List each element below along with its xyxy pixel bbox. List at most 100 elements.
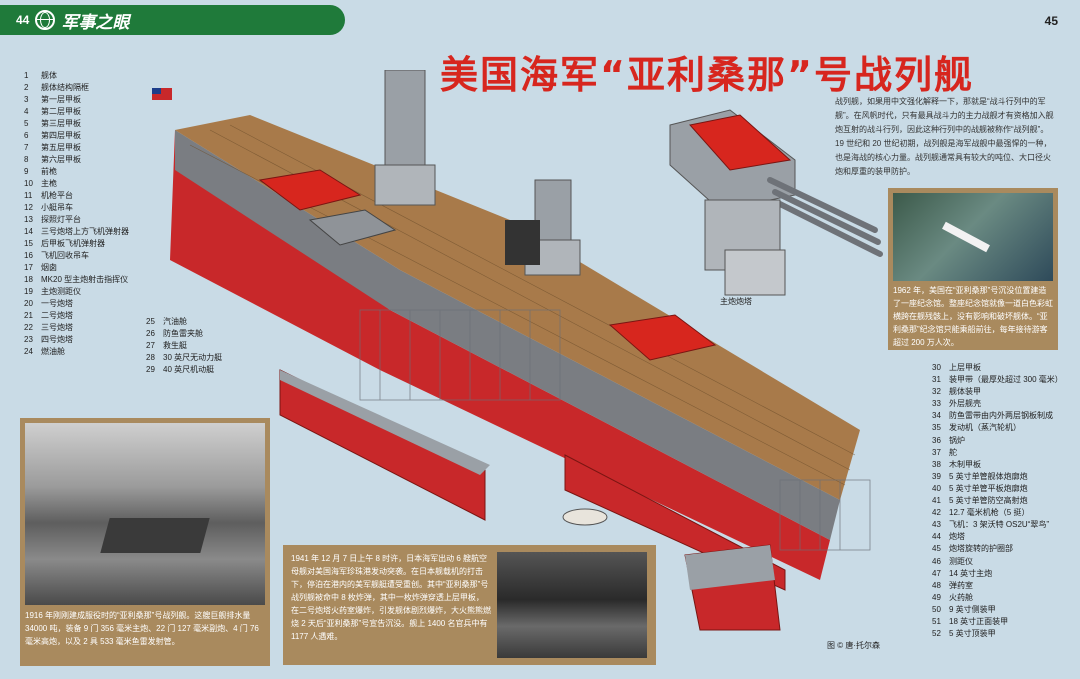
legend-item-number: 13 [24, 215, 33, 224]
legend-item-number: 51 [932, 616, 941, 626]
legend-item-label: 装甲带（最厚处超过 300 毫米） [949, 375, 1063, 385]
legend-item-label: 三号炮塔 [41, 323, 73, 332]
legend-item-number: 7 [24, 143, 29, 152]
legend-item-number: 18 [24, 275, 33, 284]
legend-item-label: 后甲板飞机弹射器 [41, 239, 105, 248]
hull-side-gray [175, 130, 840, 540]
legend-item-number: 38 [932, 459, 941, 469]
legend-item-number: 40 [932, 483, 941, 493]
turret-magazine [724, 249, 786, 296]
legend-item-label: 30 英尺无动力艇 [163, 353, 223, 362]
legend-item-number: 33 [932, 399, 941, 409]
legend-item-label: 主桅 [41, 179, 57, 188]
column-header-bar: 44 军事之眼 [0, 5, 345, 35]
legend-item-label: 测距仪 [949, 556, 973, 566]
legend-item-number: 2 [24, 83, 29, 92]
legend-item-number: 9 [24, 167, 29, 176]
legend-item-label: 防鱼雷夹舱 [163, 329, 203, 338]
legend-item-label: 5 英寸顶装甲 [949, 629, 996, 639]
legend-item-number: 3 [24, 95, 29, 104]
legend-item-number: 32 [932, 387, 941, 397]
legend-item: 7 第五层甲板 [24, 142, 164, 154]
attack-caption: 1941 年 12 月 7 日上午 8 时许，日本海军出动 6 艘航空母舰对美国… [291, 554, 491, 641]
legend-item-label: 舵 [949, 447, 957, 457]
legend-item-label: 四号炮塔 [41, 335, 73, 344]
legend-item: 37 舵 [932, 447, 1072, 459]
legend-item-label: 弹药室 [949, 580, 973, 590]
legend-item: 3 第一层甲板 [24, 94, 164, 106]
turret-forward [608, 314, 717, 361]
battleship-cutaway-illustration [152, 70, 883, 631]
legend-item: 2 舰体结构隔框 [24, 82, 164, 94]
legend-item-label: 主炮测距仪 [41, 287, 81, 296]
legend-item-label: 三号炮塔上方飞机弹射器 [41, 227, 129, 236]
legend-item-label: 第五层甲板 [41, 143, 81, 152]
legend-item: 31 装甲带（最厚处超过 300 毫米） [932, 374, 1072, 386]
legend-item-label: 14 英寸主炮 [949, 568, 993, 578]
turret-aft-2 [308, 209, 397, 246]
memorial-aerial-photo [893, 193, 1053, 281]
legend-item-number: 36 [932, 435, 941, 445]
legend-item-label: 燃油舱 [41, 347, 65, 356]
legend-item-label: 前桅 [41, 167, 57, 176]
legend-item-label: 第一层甲板 [41, 95, 81, 104]
left-page-number: 44 [16, 13, 30, 27]
attack-photo-box: 1941 年 12 月 7 日上午 8 时许，日本海军出动 6 艘航空母舰对美国… [283, 545, 656, 665]
legend-item-label: 上层甲板 [949, 363, 981, 372]
legend-item-label: 12.7 毫米机枪（5 挺） [949, 508, 1030, 518]
column-title: 军事之眼 [61, 12, 130, 32]
legend-item-label: 烟囱 [41, 263, 57, 272]
legend-item-label: 舰体结构隔框 [41, 83, 89, 92]
legend-item-number: 43 [932, 520, 941, 530]
legend-item-number: 37 [932, 447, 941, 457]
detached-turret-roof [689, 114, 792, 171]
legend-item-number: 46 [932, 556, 941, 566]
legend-item-number: 16 [24, 251, 33, 260]
1916-ship-photo [25, 423, 265, 605]
legend-item-label: 舰体装甲 [949, 387, 981, 397]
legend-item-label: 木制甲板 [949, 459, 981, 469]
legend-item-number: 47 [932, 568, 941, 578]
legend-item-label: 机枪平台 [41, 191, 73, 200]
image-credit: 图 © 唐·托尔森 [827, 641, 881, 650]
legend-item-number: 31 [932, 375, 941, 385]
legend-item: 32 舰体装甲 [932, 386, 1072, 398]
legend-item-number: 23 [24, 335, 33, 344]
legend-item-label: 小艇吊车 [41, 203, 73, 212]
legend-item-number: 21 [24, 311, 33, 320]
legend-item-number: 19 [24, 287, 33, 296]
forward-mast [384, 70, 426, 166]
funnel [505, 220, 540, 265]
legend-item-number: 15 [24, 239, 33, 248]
legend-item-label: MK20 型主炮射击指挥仪 [41, 275, 129, 284]
legend-item-label: 炮塔 [949, 532, 965, 542]
legend-item-number: 14 [24, 227, 33, 236]
legend-item-label: 炮塔旋转的护圈部 [949, 544, 1013, 554]
turret-label: 主炮炮塔 [720, 297, 752, 306]
legend-item-label: 第四层甲板 [41, 131, 81, 140]
legend-item: 9 前桅 [24, 166, 164, 178]
legend-item-number: 20 [24, 299, 33, 308]
legend-item-label: 第二层甲板 [41, 107, 81, 116]
legend-item-label: 第三层甲板 [41, 119, 81, 128]
legend-item-number: 28 [146, 353, 155, 362]
page-title: 美国海军“亚利桑那”号战列舰 [440, 53, 974, 97]
